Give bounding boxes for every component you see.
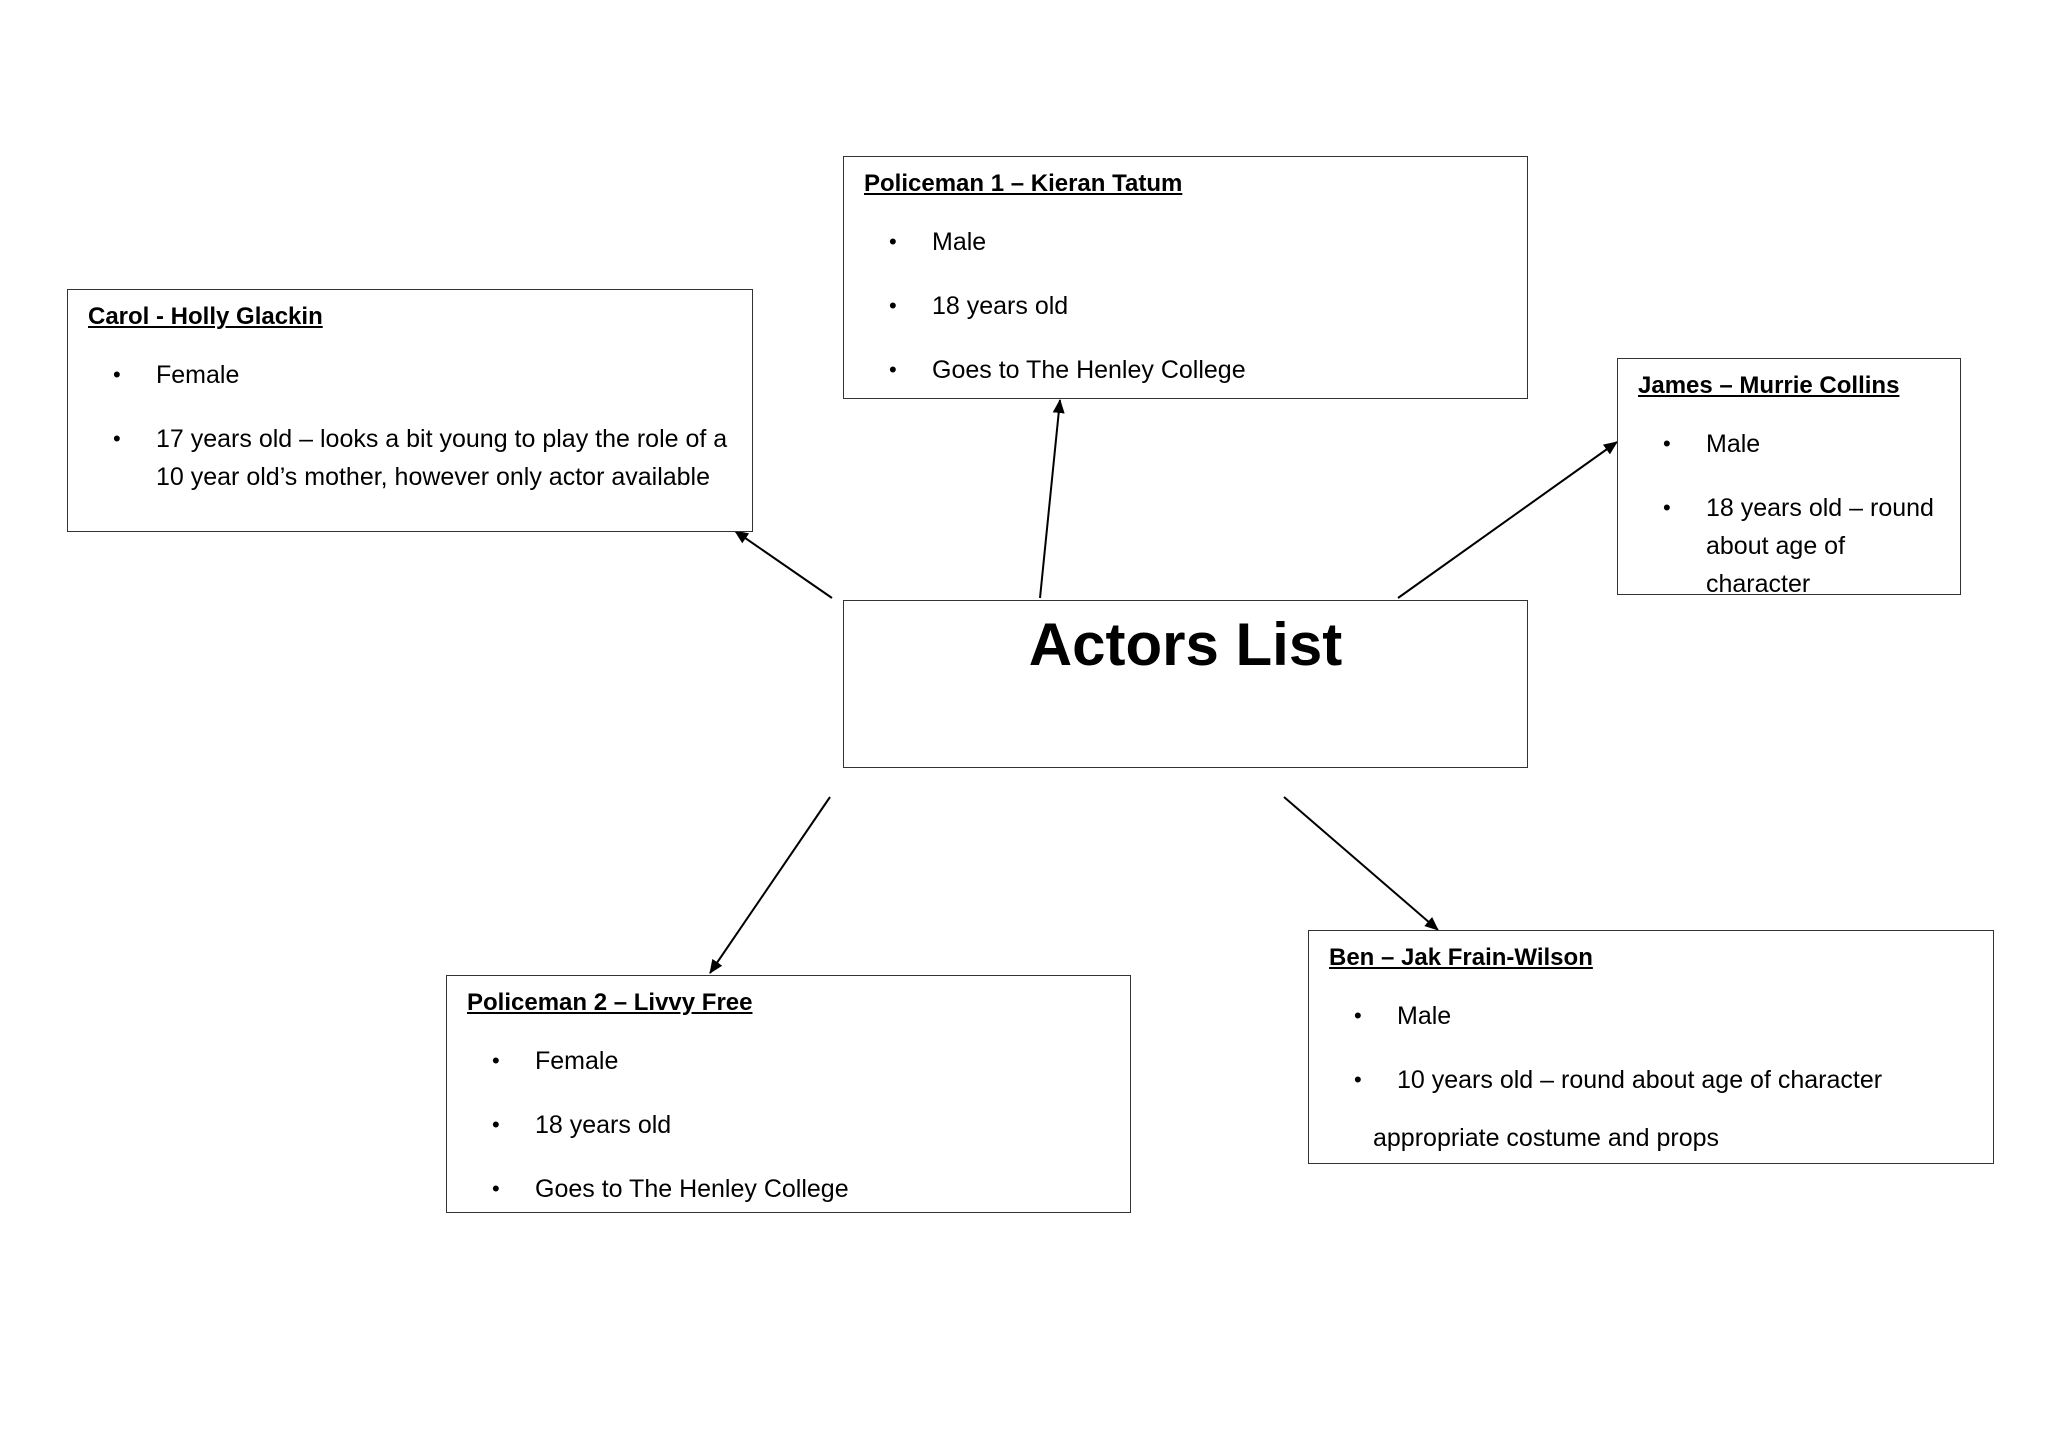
list-item: •17 years old – looks a bit young to pla… bbox=[113, 420, 732, 496]
bullet-icon: • bbox=[113, 426, 121, 451]
bullet-icon: • bbox=[889, 229, 897, 254]
arrow-to-ben bbox=[1283, 796, 1439, 931]
list-item: •18 years old bbox=[889, 287, 1507, 325]
list-item: •18 years old bbox=[492, 1106, 1110, 1144]
extra-note: appropriate costume and props bbox=[1373, 1124, 1720, 1152]
arrow-to-policeman2 bbox=[709, 796, 831, 974]
bullet-icon: • bbox=[492, 1176, 500, 1201]
list-item: •Male bbox=[1663, 425, 1940, 463]
list-item: •Goes to The Henley College bbox=[492, 1170, 1110, 1208]
actor-title: Policeman 2 – Livvy Free bbox=[467, 989, 753, 1016]
actor-title: James – Murrie Collins bbox=[1638, 372, 1900, 399]
actor-details-list: •Female •18 years old •Goes to The Henle… bbox=[467, 1042, 1110, 1208]
list-item: •18 years old – round about age of chara… bbox=[1663, 489, 1940, 594]
page-title: Actors List bbox=[1028, 611, 1343, 678]
bullet-icon: • bbox=[1663, 495, 1671, 520]
bullet-icon: • bbox=[1354, 1067, 1362, 1092]
bullet-icon: • bbox=[889, 357, 897, 382]
actor-title: Carol - Holly Glackin bbox=[88, 303, 323, 330]
actor-box-carol: Carol - Holly Glackin •Female •17 years … bbox=[67, 289, 753, 532]
list-item: •Goes to The Henley College bbox=[889, 351, 1507, 389]
bullet-icon: • bbox=[113, 362, 121, 387]
list-item: •Female bbox=[113, 356, 732, 394]
center-node: Actors List bbox=[843, 600, 1528, 768]
actor-details-list: •Female •17 years old – looks a bit youn… bbox=[88, 356, 732, 496]
actor-details-list: •Male •18 years old •Goes to The Henley … bbox=[864, 223, 1507, 389]
arrow-to-james bbox=[1397, 441, 1618, 599]
actor-box-policeman1: Policeman 1 – Kieran Tatum •Male •18 yea… bbox=[843, 156, 1528, 399]
actor-details-list: •Male •18 years old – round about age of… bbox=[1638, 425, 1940, 594]
bullet-icon: • bbox=[889, 293, 897, 318]
arrow-to-carol bbox=[734, 530, 833, 599]
list-item: •Male bbox=[1354, 997, 1973, 1035]
list-item: •Female bbox=[492, 1042, 1110, 1080]
list-item: •Male bbox=[889, 223, 1507, 261]
actor-box-ben: Ben – Jak Frain-Wilson •Male •10 years o… bbox=[1308, 930, 1994, 1164]
list-item: •10 years old – round about age of chara… bbox=[1354, 1061, 1973, 1099]
arrow-to-policeman1 bbox=[1039, 399, 1065, 599]
bullet-icon: • bbox=[492, 1112, 500, 1137]
actor-box-policeman2: Policeman 2 – Livvy Free •Female •18 yea… bbox=[446, 975, 1131, 1213]
bullet-icon: • bbox=[1663, 431, 1671, 456]
actor-details-list: •Male •10 years old – round about age of… bbox=[1329, 997, 1973, 1099]
actor-box-james: James – Murrie Collins •Male •18 years o… bbox=[1617, 358, 1961, 595]
bullet-icon: • bbox=[492, 1048, 500, 1073]
actor-title: Ben – Jak Frain-Wilson bbox=[1329, 944, 1593, 971]
actor-title: Policeman 1 – Kieran Tatum bbox=[864, 170, 1183, 197]
bullet-icon: • bbox=[1354, 1003, 1362, 1028]
